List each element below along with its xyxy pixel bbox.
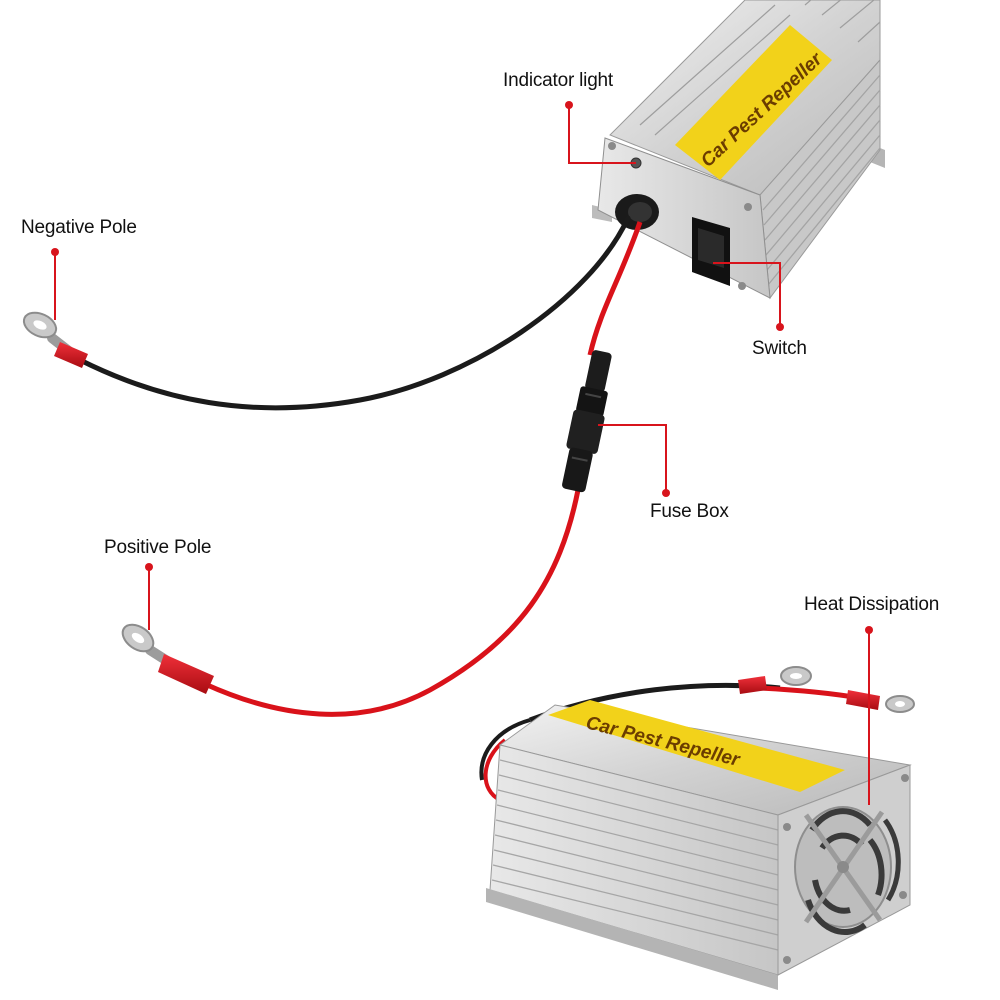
positive-terminal [121, 623, 214, 694]
fuse-box-label: Fuse Box [650, 501, 729, 522]
negative-wire [77, 215, 631, 411]
top-repeller-device: Car Pest Repeller [592, 0, 885, 300]
fuse-box [562, 350, 612, 493]
indicator-light-leader [568, 106, 636, 164]
positive-pole-label: Positive Pole [104, 537, 212, 558]
negative-terminal [22, 311, 88, 368]
fuse-box-leader [598, 424, 667, 492]
switch-label: Switch [752, 338, 807, 359]
power-switch [692, 217, 730, 286]
bottom-repeller-device: Car Pest Repeller [479, 666, 915, 990]
heat-dissipation-grille [794, 806, 901, 935]
indicator-light-label: Indicator light [503, 70, 614, 91]
negative-pole-label: Negative Pole [21, 217, 137, 238]
callout-dots [51, 101, 873, 634]
callout-leaders [54, 106, 870, 805]
switch-leader [713, 262, 781, 326]
heat-dissipation-label: Heat Dissipation [804, 594, 940, 615]
positive-wire [202, 221, 643, 717]
